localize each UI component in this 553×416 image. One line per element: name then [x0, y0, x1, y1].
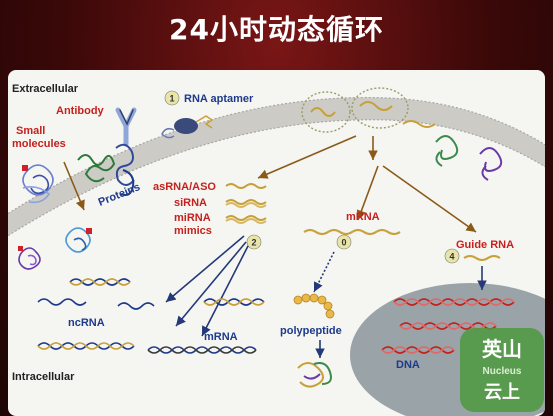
- step-4-number: 4: [449, 252, 454, 262]
- step-1-number: 1: [169, 94, 174, 104]
- small-rna-strands: [225, 183, 267, 224]
- watermark-logo: 英山 Nucleus 云上: [460, 328, 544, 412]
- membrane-protein-purple: [479, 147, 503, 181]
- sirna-label: siRNA: [174, 197, 207, 209]
- ncrna-strands: [37, 278, 155, 350]
- polypeptide-chain: [293, 293, 335, 319]
- guide-rna-label: Guide RNA: [456, 239, 514, 251]
- step-2-number: 2: [251, 238, 256, 248]
- mirna-label-2: mimics: [174, 225, 212, 237]
- rna-therapeutics-diagram: Extracellular Intracellular Antibody Sma…: [8, 70, 545, 416]
- intracellular-molecule-1: [65, 227, 91, 253]
- extracellular-label: Extracellular: [12, 83, 79, 95]
- arrows-from-vesicle: [257, 135, 477, 233]
- step-2-badge: [246, 234, 262, 250]
- mrna-bottom-strands: [147, 298, 265, 354]
- intracellular-molecule-2: [18, 247, 41, 270]
- step-0-number: 0: [341, 238, 346, 248]
- polypeptide-label: polypeptide: [280, 325, 342, 337]
- small-molecules-label-2: molecules: [12, 138, 66, 150]
- intracellular-molecule-red: [86, 228, 92, 234]
- mrna-to-polypeptide-arrow: [313, 251, 335, 293]
- watermark-line-1: 英山: [482, 337, 522, 361]
- watermark-line-3: 云上: [484, 382, 520, 402]
- small-molecules-label-1: Small: [16, 125, 45, 137]
- asrna-aso-label: asRNA/ASO: [153, 181, 216, 193]
- step-0-badge: [336, 234, 352, 250]
- slide-title: 24小时动态循环: [169, 13, 384, 46]
- rna-aptamer-label: RNA aptamer: [184, 93, 254, 105]
- guide-rna-strand: [463, 255, 501, 261]
- antibody-label: Antibody: [56, 105, 105, 117]
- step-4-badge: [444, 248, 460, 264]
- mrna-top-label: mRNA: [346, 211, 380, 223]
- mrna-bottom-label: mRNA: [204, 331, 238, 343]
- step-1-badge: [164, 90, 180, 106]
- watermark-line-2: Nucleus: [483, 366, 522, 377]
- mrna-top-strand: [303, 229, 401, 235]
- mirna-label-1: miRNA: [174, 212, 211, 224]
- small-molecule-arrow: [63, 161, 85, 211]
- delivery-vesicle: [301, 87, 436, 133]
- proteins-shape: [77, 143, 135, 196]
- antibody-shape: [115, 107, 137, 147]
- rna-aptamer-shape: [161, 115, 214, 139]
- membrane-protein-green: [435, 135, 459, 167]
- small-molecule-blob: [22, 164, 54, 204]
- intracellular-label: Intracellular: [12, 371, 75, 383]
- small-molecule-red: [22, 165, 28, 171]
- dna-label: DNA: [396, 359, 420, 371]
- arrows-from-small-rna: [165, 235, 249, 337]
- folded-protein: [297, 362, 332, 388]
- ncrna-label: ncRNA: [68, 317, 105, 329]
